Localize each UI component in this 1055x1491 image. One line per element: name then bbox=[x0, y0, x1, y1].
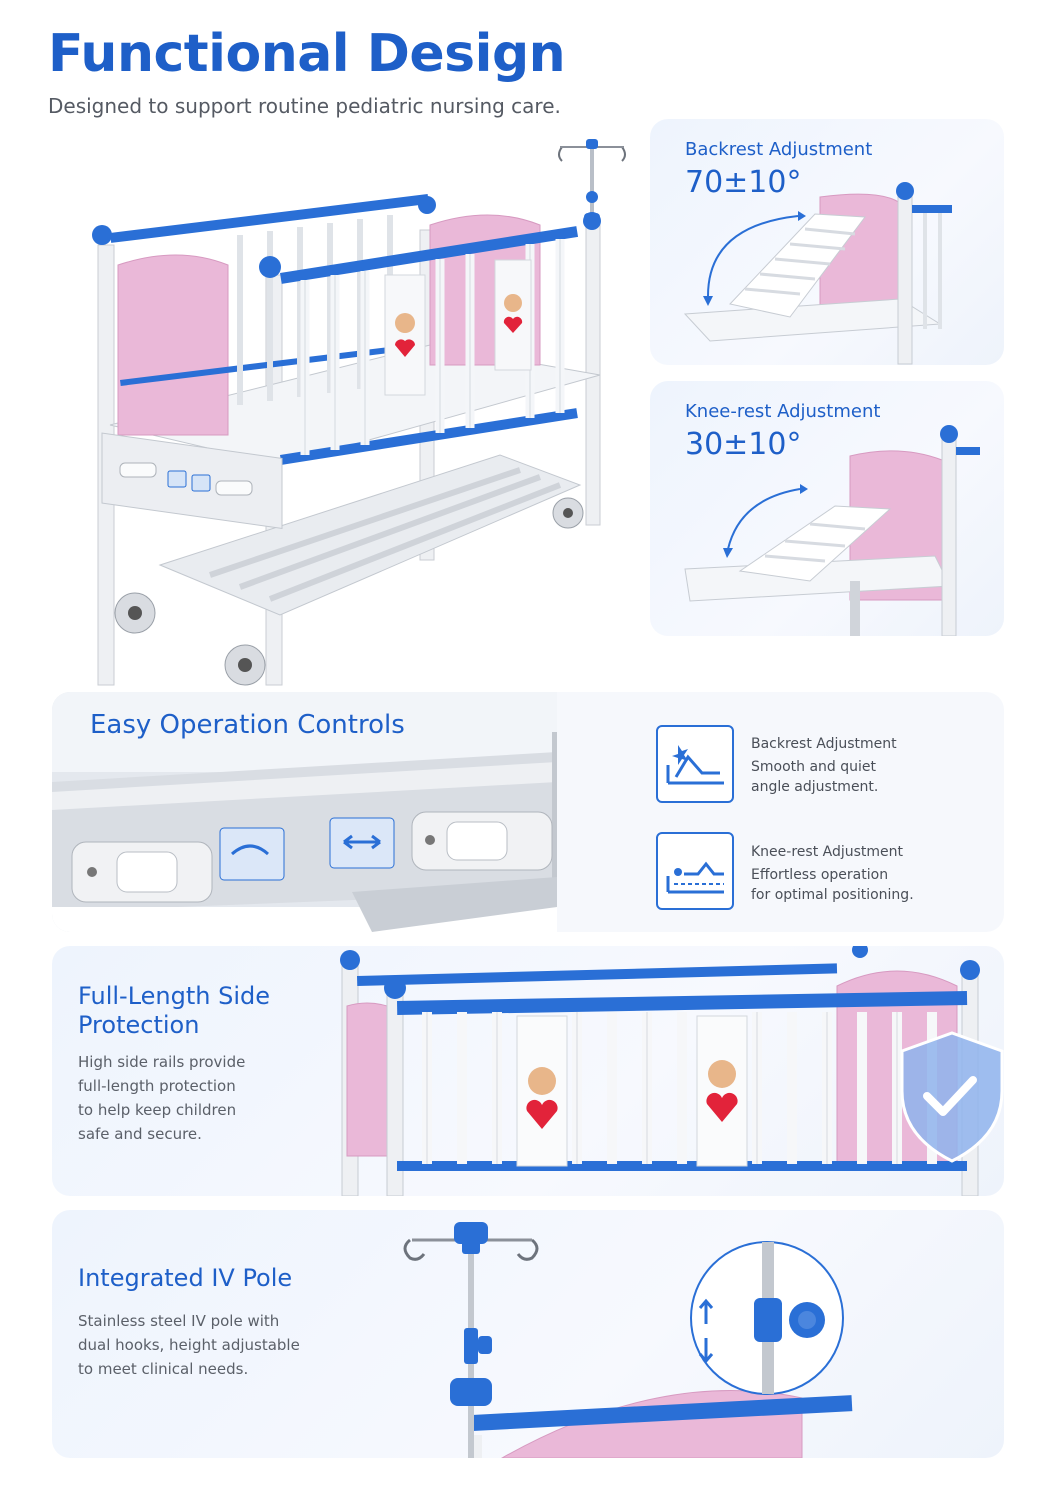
backrest-label: Backrest Adjustment bbox=[685, 139, 873, 160]
hero-bed-illustration bbox=[80, 135, 640, 695]
controls-title: Easy Operation Controls bbox=[90, 710, 405, 740]
controls-card: Easy Operation Controls Backrest Adjustm… bbox=[52, 692, 1004, 932]
iv-pole-card: Integrated IV Pole Stainless steel IV po… bbox=[52, 1210, 1004, 1458]
iv-pole-illustration bbox=[403, 1222, 853, 1458]
kneerest-label: Knee-rest Adjustment bbox=[685, 401, 881, 422]
iv-pole-line-3: to meet clinical needs. bbox=[78, 1360, 249, 1378]
backrest-control-line2: angle adjustment. bbox=[751, 779, 879, 795]
kneerest-angle: 30±10° bbox=[685, 427, 802, 462]
kneerest-control-line2: for optimal positioning. bbox=[751, 887, 914, 903]
kneerest-control-line1: Effortless operation bbox=[751, 867, 889, 883]
kneerest-illustration bbox=[684, 425, 980, 636]
side-protection-line-3: to help keep children bbox=[78, 1101, 237, 1119]
page-title: Functional Design bbox=[48, 24, 566, 84]
backrest-control-line1: Smooth and quiet bbox=[751, 759, 877, 775]
kneerest-control-title: Knee-rest Adjustment bbox=[751, 844, 904, 860]
iv-pole-line-1: Stainless steel IV pole with bbox=[78, 1312, 280, 1330]
backrest-control-title: Backrest Adjustment bbox=[751, 736, 897, 752]
side-protection-title-line1: Full-Length Side bbox=[78, 982, 271, 1010]
kneerest-control-icon bbox=[656, 832, 734, 910]
shield-check-icon bbox=[900, 1031, 1004, 1163]
crank-closeup-illustration bbox=[52, 692, 557, 932]
side-rail-illustration bbox=[340, 946, 1004, 1196]
backrest-card: Backrest Adjustment 70±10° bbox=[650, 119, 1004, 365]
side-protection-line-2: full-length protection bbox=[78, 1077, 236, 1095]
page-subtitle: Designed to support routine pediatric nu… bbox=[48, 94, 561, 118]
backrest-control-icon bbox=[656, 725, 734, 803]
iv-pole-line-2: dual hooks, height adjustable bbox=[78, 1336, 300, 1354]
kneerest-card: Knee-rest Adjustment 30±10° bbox=[650, 381, 1004, 636]
iv-pole-title: Integrated IV Pole bbox=[78, 1264, 293, 1292]
side-protection-line-1: High side rails provide bbox=[78, 1053, 246, 1071]
side-protection-line-4: safe and secure. bbox=[78, 1125, 202, 1143]
backrest-illustration bbox=[683, 182, 952, 365]
side-protection-card: Full-Length Side Protection High side ra… bbox=[52, 946, 1004, 1196]
backrest-angle: 70±10° bbox=[685, 165, 802, 200]
side-protection-title-line2: Protection bbox=[78, 1011, 200, 1039]
